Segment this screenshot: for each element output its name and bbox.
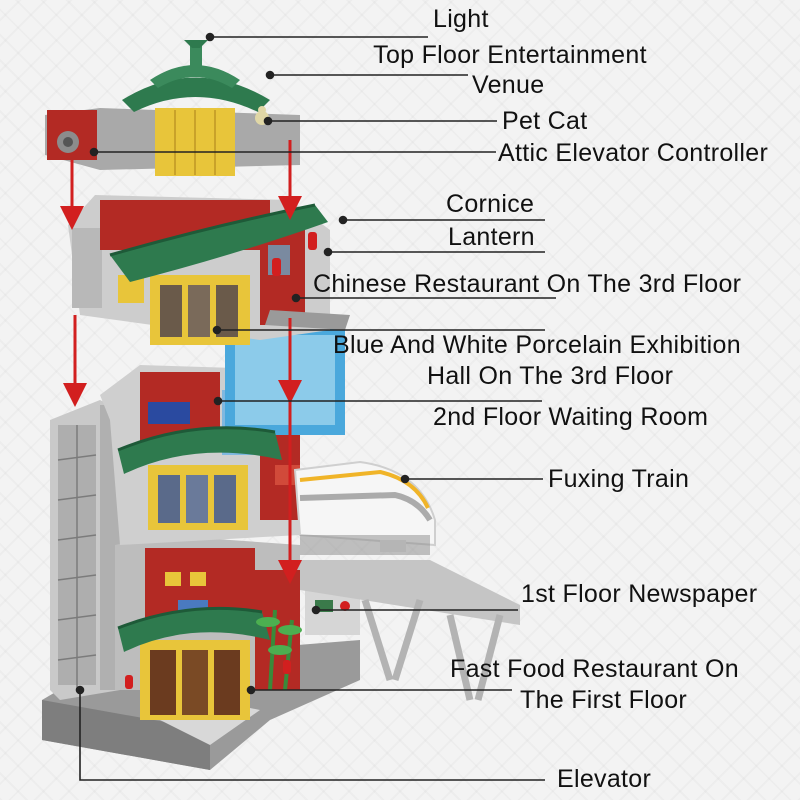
label-top-floor-venue-line1: Top Floor Entertainment: [373, 41, 647, 69]
train-and-viaduct: [293, 460, 520, 701]
label-elevator: Elevator: [557, 765, 652, 793]
top-floor: [45, 40, 300, 176]
label-attic-elevator-controller: Attic Elevator Controller: [498, 139, 769, 167]
label-chinese-restaurant: Chinese Restaurant On The 3rd Floor: [313, 270, 742, 298]
elevator-shaft: [50, 400, 122, 700]
label-porcelain-hall-line1: Blue And White Porcelain Exhibition: [333, 331, 741, 359]
label-cornice: Cornice: [446, 190, 535, 218]
label-porcelain-hall-line2: Hall On The 3rd Floor: [427, 362, 674, 390]
label-light: Light: [433, 5, 489, 33]
first-floor: [115, 535, 360, 720]
label-fuxing-train: Fuxing Train: [548, 465, 690, 493]
label-fast-food-line1: Fast Food Restaurant On: [450, 655, 739, 683]
label-lantern: Lantern: [448, 223, 535, 251]
label-newspaper: 1st Floor Newspaper: [521, 580, 758, 608]
label-waiting-room: 2nd Floor Waiting Room: [433, 403, 709, 431]
label-top-floor-venue-line2: Venue: [472, 71, 545, 99]
label-pet-cat: Pet Cat: [502, 107, 588, 135]
leader-lines: [75, 32, 556, 781]
label-fast-food-line2: The First Floor: [520, 686, 688, 714]
third-floor: [68, 195, 350, 345]
